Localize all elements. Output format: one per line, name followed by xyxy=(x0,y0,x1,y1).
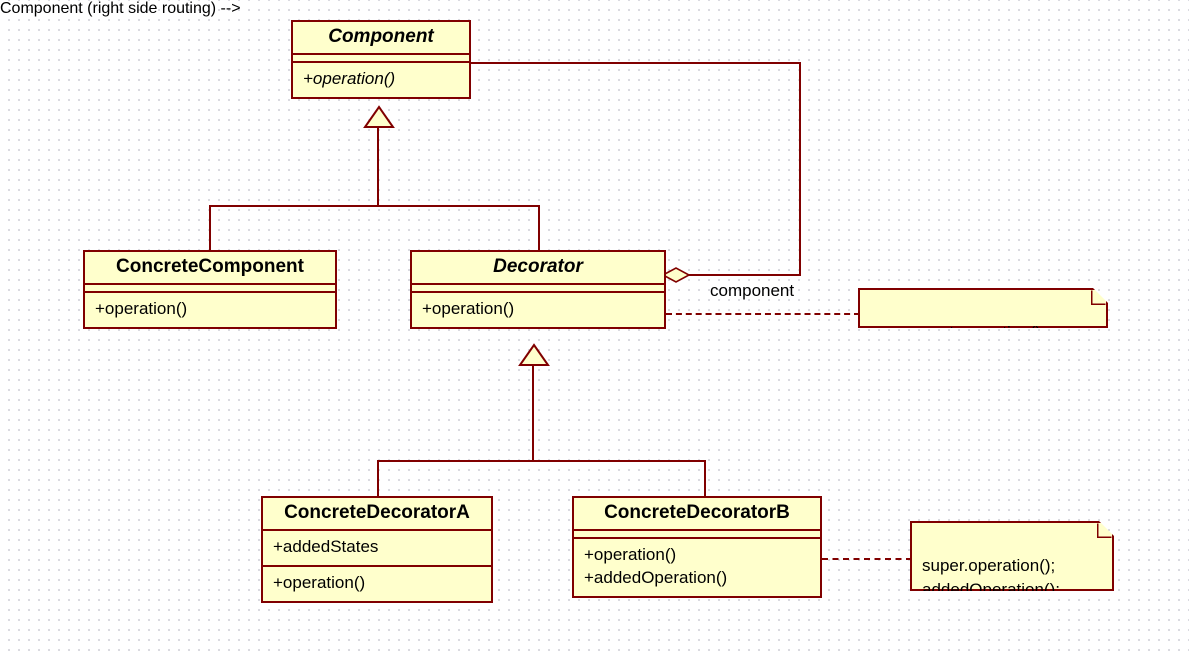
class-title-concretedecoratora: ConcreteDecoratorA xyxy=(284,502,470,523)
class-attributes-concretedecoratora: +addedStates xyxy=(273,536,379,556)
generalization-branch-concretedecoratora xyxy=(377,460,379,498)
class-box-concretecomponent[interactable]: ConcreteComponent +operation() xyxy=(83,250,337,329)
class-operations-decorator: +operation() xyxy=(422,298,515,318)
generalization-stem-decorator xyxy=(532,363,534,462)
class-box-concretedecoratora[interactable]: ConcreteDecoratorA +addedStates +operati… xyxy=(261,496,493,603)
generalization-arrowhead-decorator xyxy=(518,343,550,366)
class-operations-concretecomponent: +operation() xyxy=(95,298,188,318)
class-separator xyxy=(412,290,664,293)
aggregation-diamond-icon xyxy=(661,267,691,283)
note-component-operation[interactable]: component.operation() xyxy=(858,288,1108,328)
class-title-decorator: Decorator xyxy=(493,256,583,277)
class-title-component: Component xyxy=(328,26,434,47)
class-separator xyxy=(412,282,664,285)
aggregation-segment-top xyxy=(470,62,801,64)
class-title-concretecomponent: ConcreteComponent xyxy=(116,256,304,277)
note-link-concretedecoratorb xyxy=(822,558,912,560)
class-separator xyxy=(263,564,491,567)
generalization-stem-component xyxy=(377,125,379,207)
note-text: super.operation(); addedOperation(); xyxy=(922,555,1060,600)
class-box-component[interactable]: Component +operation() xyxy=(291,20,471,99)
note-fold-icon xyxy=(1091,290,1106,305)
class-separator xyxy=(574,528,820,531)
generalization-arrowhead-component xyxy=(363,105,395,128)
generalization-branch-concretedecoratorb xyxy=(704,460,706,498)
class-title-concretedecoratorb: ConcreteDecoratorB xyxy=(604,502,790,523)
aggregation-segment-bottom xyxy=(683,274,801,276)
class-separator xyxy=(293,52,469,55)
class-box-decorator[interactable]: Decorator +operation() xyxy=(410,250,666,329)
class-box-concretedecoratorb[interactable]: ConcreteDecoratorB +operation() +addedOp… xyxy=(572,496,822,598)
class-separator xyxy=(263,528,491,531)
class-operations-concretedecoratorb: +operation() +addedOperation() xyxy=(584,544,728,587)
generalization-bar-top xyxy=(209,205,540,207)
class-separator xyxy=(293,60,469,63)
note-fold-icon xyxy=(1097,523,1112,538)
class-separator xyxy=(85,282,335,285)
class-operations-component: +operation() xyxy=(303,68,396,88)
aggregation-segment-right xyxy=(799,62,801,275)
class-separator xyxy=(85,290,335,293)
generalization-bar-bottom xyxy=(377,460,706,462)
generalization-branch-concretecomponent xyxy=(209,205,211,252)
note-link-decorator xyxy=(666,313,860,315)
aggregation-role-label: component xyxy=(710,281,795,300)
class-separator xyxy=(574,536,820,539)
note-super-operation[interactable]: super.operation(); addedOperation(); xyxy=(910,521,1114,591)
generalization-branch-decorator xyxy=(538,205,540,252)
note-text: component.operation() xyxy=(870,322,1042,342)
class-operations-concretedecoratora: +operation() xyxy=(273,572,366,592)
